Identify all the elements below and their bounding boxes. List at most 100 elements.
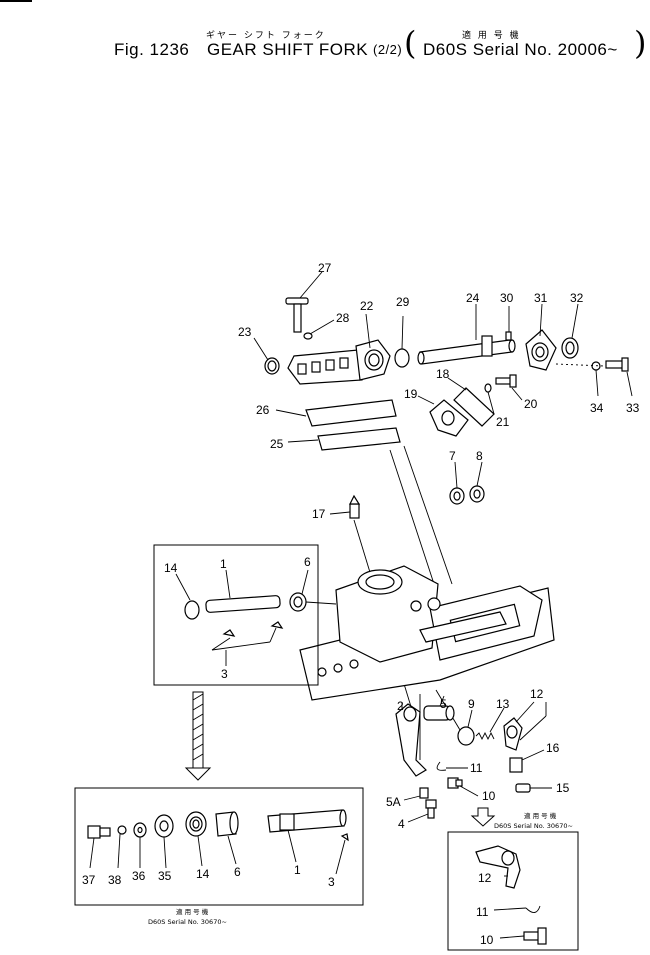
callout: 34 [590,401,604,415]
part-bolt-5A [419,787,429,799]
callout: 9 [468,697,475,711]
callout: 6 [234,865,241,879]
callout: 14 [164,561,178,575]
part-shaft-24 [417,335,516,365]
lower-right-note-jp: 適 用 号 機 [524,811,557,820]
callout: 25 [270,437,284,451]
part-bolt-10 [447,777,463,789]
part-breather-17 [349,494,361,519]
part-sleeve-5 [423,705,455,721]
part-spring-13 [475,731,495,741]
serial-applicability: D60S Serial No. 20006~ [423,40,618,59]
callout: 17 [312,507,326,521]
part-spring-clip-11 [436,761,447,771]
part-pin-3-lower [340,833,349,842]
inset-box-lower-right [447,831,579,951]
corner-mark [0,0,32,2]
callout: 3 [328,875,335,889]
part-spring-clip-11-lower [525,905,541,913]
callout: 19 [404,387,418,401]
callout: 32 [570,291,584,305]
callout: 26 [256,403,270,417]
part-washer-28 [303,332,313,340]
inset-box-lower-left [74,787,364,906]
part-shaft-1-inset [205,595,281,613]
callout-labels: 27 28 22 29 24 30 31 32 23 26 25 19 18 2… [82,261,640,947]
callout: 36 [132,869,146,883]
callout: 5A [386,795,401,809]
part-shaft-1-lower [267,809,347,833]
part-gasket-25 [317,427,401,451]
part-bolt-37 [87,825,111,839]
callout: 11 [470,761,483,775]
part-bolt-33 [605,357,629,372]
lower-left-note-jp: 適 用 号 機 [176,907,209,916]
part-fork-12 [503,717,523,751]
part-cover-22 [287,339,391,385]
callout: 15 [556,781,570,795]
callout: 27 [318,261,332,275]
callout: 10 [482,789,496,803]
callout: 18 [436,367,450,381]
part-spring-16 [509,757,523,773]
callout: 37 [82,873,96,887]
callout: 1 [220,557,227,571]
callout: 14 [196,867,210,881]
callout: 4 [398,817,405,831]
part-oring-29 [394,348,410,368]
part-seal-14-lower [185,811,207,837]
part-washer-21 [484,383,492,393]
callout: 7 [449,449,456,463]
hollow-arrow-down [470,807,496,827]
callout: 12 [530,687,544,701]
callout: 23 [238,325,252,339]
callout: 22 [360,299,374,313]
callout: 13 [496,697,510,711]
callout: 21 [496,415,510,429]
open-paren: ( [404,24,417,62]
inset-box-left [153,544,319,686]
japanese-title: ギヤー シフト フォーク [206,31,326,41]
callout: 31 [534,291,548,305]
part-fork-2 [395,703,427,777]
close-paren: ) [634,24,647,62]
part-seal-14-inset [184,600,200,620]
callout: 24 [466,291,480,305]
part-bolt-27 [285,297,309,333]
part-pin-15 [515,783,531,793]
callout: 38 [108,873,122,887]
callout: 28 [336,311,350,325]
callout: 1 [294,863,301,877]
callout: 12 [478,871,492,885]
part-bolt-10-lower [523,927,547,945]
callout: 5 [440,697,447,711]
callout: 29 [396,295,410,309]
part-gasket-26 [305,399,397,427]
figure-title: GEAR SHIFT FORK [207,40,369,59]
callout: 10 [480,933,494,947]
callout: 3 [221,667,228,681]
hatched-arrow-down [184,691,212,781]
callout: 11 [476,905,489,919]
callout: 2 [397,699,404,713]
part-pins-3-inset [211,621,284,651]
callout: 20 [524,397,538,411]
lower-right-note-serial: D60S Serial No. 30670~ [494,822,573,830]
lower-left-note-serial: D60S Serial No. 30670~ [148,918,227,926]
part-cover-31 [525,329,557,371]
callout: 30 [500,291,514,305]
part-bolt-20 [495,374,517,388]
callout: 6 [304,555,311,569]
part-washer-38 [117,825,127,835]
part-bolt-4 [425,799,437,819]
callout: 33 [626,401,640,415]
part-fork-12-lower [475,845,521,889]
callout: 8 [476,449,483,463]
japanese-applicability: 適 用 号 機 [462,31,521,41]
sheet-number: (2/2) [373,42,403,57]
figure-number: Fig. 1236 [114,40,190,59]
part-bushing-6-lower [215,811,239,837]
callout: 35 [158,869,172,883]
housing-case [299,565,555,701]
